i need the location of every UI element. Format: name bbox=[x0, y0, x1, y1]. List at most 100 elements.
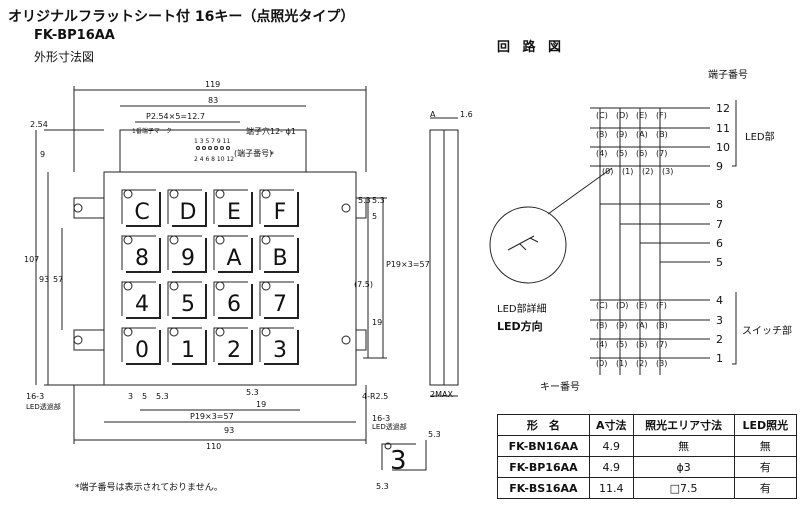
dim-254: 2.54 bbox=[30, 120, 48, 129]
switch-section-label: スイッチ部 bbox=[742, 326, 792, 337]
key-3[interactable]: 3 bbox=[259, 327, 299, 365]
led-grid-(B): (B) bbox=[656, 130, 668, 139]
switch-grid-(C): (C) bbox=[596, 301, 608, 310]
dim-p19-horizontal: P19×3=57 bbox=[190, 412, 234, 421]
dim-119: 119 bbox=[205, 80, 221, 89]
detail-dim-53h: 5.3 bbox=[376, 482, 389, 491]
svg-text:A: A bbox=[226, 246, 241, 271]
switch-grid-(B): (B) bbox=[656, 321, 668, 330]
table-cell: 無 bbox=[733, 435, 798, 457]
dim-p19-vertical: P19×3=57 bbox=[386, 260, 430, 269]
table-cell: 有 bbox=[733, 477, 798, 499]
dim-r5: 5 bbox=[372, 212, 378, 221]
switch-grid-(A): (A) bbox=[636, 321, 648, 330]
led-window-label: LED透過部 bbox=[26, 403, 61, 411]
key-2[interactable]: 2 bbox=[213, 327, 253, 365]
key-8[interactable]: 8 bbox=[121, 235, 161, 273]
terminal-no-label: (端子番号) bbox=[234, 149, 273, 158]
dim-53d: 5.3 bbox=[246, 388, 259, 397]
page-title: オリジナルフラットシート付 16キー（点照光タイプ） bbox=[8, 9, 355, 25]
led-grid-(E): (E) bbox=[636, 111, 647, 120]
circuit-title: 回 路 図 bbox=[497, 40, 566, 55]
key-7[interactable]: 7 bbox=[259, 281, 299, 319]
key-A[interactable]: A bbox=[213, 235, 253, 273]
dim-19v: 19 bbox=[372, 318, 383, 327]
led-detail-circle bbox=[489, 206, 567, 284]
terminal-5: 5 bbox=[716, 256, 723, 269]
detail-key-3: 3 bbox=[390, 446, 407, 476]
switch-grid-(8): (8) bbox=[596, 321, 607, 330]
key-9[interactable]: 9 bbox=[167, 235, 207, 273]
switch-grid-(D): (D) bbox=[616, 301, 628, 310]
switch-grid-(0): (0) bbox=[596, 359, 607, 368]
hole-label: 端子穴12- ϕ1 bbox=[246, 127, 296, 136]
key-B[interactable]: B bbox=[259, 235, 299, 273]
led-grid-(3): (3) bbox=[662, 167, 673, 176]
table-header: LED照光 bbox=[733, 414, 798, 436]
table-cell: FK-BS16AA bbox=[497, 477, 590, 499]
led-grid-(5): (5) bbox=[616, 149, 627, 158]
dim-3: 3 bbox=[128, 392, 134, 401]
terminal-1: 1 bbox=[716, 352, 723, 365]
table-cell: □7.5 bbox=[632, 477, 735, 499]
terminal-6: 6 bbox=[716, 237, 723, 250]
table-cell: 11.4 bbox=[588, 477, 634, 499]
switch-grid-(1): (1) bbox=[616, 359, 627, 368]
key-1[interactable]: 1 bbox=[167, 327, 207, 365]
led-grid-(1): (1) bbox=[622, 167, 633, 176]
table-cell: FK-BP16AA bbox=[497, 456, 590, 478]
key-0[interactable]: 0 bbox=[121, 327, 161, 365]
svg-text:7: 7 bbox=[273, 292, 287, 317]
dim-53c: 5.3 bbox=[156, 392, 169, 401]
switch-grid-(4): (4) bbox=[596, 340, 607, 349]
key-5[interactable]: 5 bbox=[167, 281, 207, 319]
key-C[interactable]: C bbox=[121, 189, 161, 227]
key-E[interactable]: E bbox=[213, 189, 253, 227]
dim-a: A bbox=[430, 110, 436, 119]
table-cell: FK-BN16AA bbox=[497, 435, 590, 457]
dim-107: 107 bbox=[24, 255, 40, 264]
dim-r53a: 5.3 bbox=[372, 196, 385, 205]
dim-9: 9 bbox=[40, 150, 46, 159]
key-4[interactable]: 4 bbox=[121, 281, 161, 319]
table-header: 照光エリア寸法 bbox=[632, 414, 735, 436]
circuit-grid bbox=[590, 100, 737, 375]
dim-16: 1.6 bbox=[460, 110, 473, 119]
key-F[interactable]: F bbox=[259, 189, 299, 227]
switch-grid-(5): (5) bbox=[616, 340, 627, 349]
terminal-7: 7 bbox=[716, 218, 723, 231]
table-cell: 4.9 bbox=[588, 435, 634, 457]
led-grid-(6): (6) bbox=[636, 149, 647, 158]
led-detail-label: LED部詳細 bbox=[497, 304, 547, 315]
detail-window-label: LED透過部 bbox=[372, 423, 407, 431]
table-header: A寸法 bbox=[588, 414, 634, 436]
svg-text:3: 3 bbox=[273, 338, 287, 363]
table-cell: 4.9 bbox=[588, 456, 634, 478]
table-cell: 無 bbox=[632, 435, 735, 457]
switch-grid-(9): (9) bbox=[616, 321, 627, 330]
dim-19h: 19 bbox=[256, 400, 267, 409]
model-number: FK-BP16AA bbox=[34, 28, 115, 43]
pins-top: 1 3 5 7 9 11 bbox=[194, 138, 231, 145]
star-mark: * bbox=[270, 150, 274, 159]
led-section-label: LED部 bbox=[745, 132, 775, 143]
terminal-3: 3 bbox=[716, 314, 723, 327]
drawing-subtitle: 外形寸法図 bbox=[34, 50, 95, 64]
pin-row bbox=[196, 146, 230, 150]
led-grid-(0): (0) bbox=[602, 167, 613, 176]
key-D[interactable]: D bbox=[167, 189, 207, 227]
svg-text:E: E bbox=[227, 200, 241, 225]
switch-grid-(3): (3) bbox=[656, 359, 667, 368]
pin1-mark: 1番端子マーク bbox=[132, 128, 172, 135]
svg-text:5: 5 bbox=[181, 292, 195, 317]
switch-grid-(7): (7) bbox=[656, 340, 667, 349]
pins-bottom: 2 4 6 8 10 12 bbox=[194, 156, 235, 163]
table-header: 形 名 bbox=[497, 414, 590, 436]
key-6[interactable]: 6 bbox=[213, 281, 253, 319]
detail-window-count: 16-3 bbox=[372, 414, 391, 423]
svg-text:2: 2 bbox=[227, 338, 241, 363]
terminal-10: 10 bbox=[716, 141, 730, 154]
